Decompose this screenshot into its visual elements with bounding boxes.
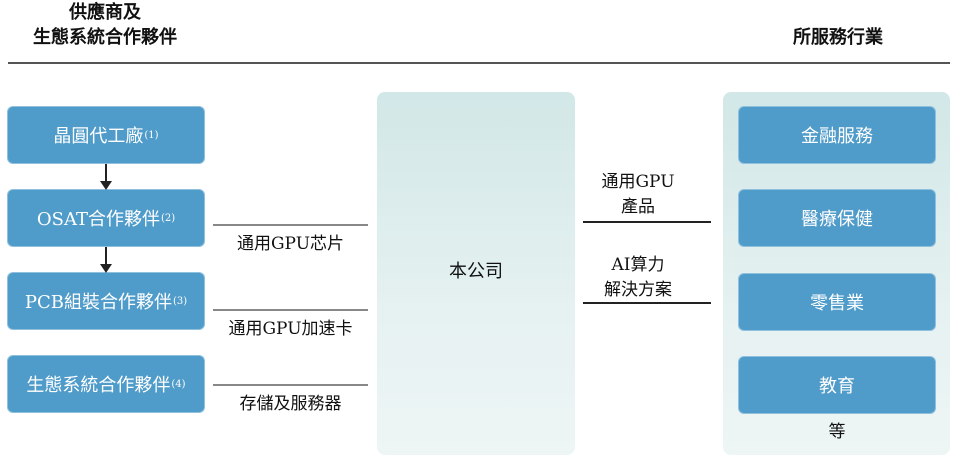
industry-box-finance: 金融服務	[739, 107, 935, 163]
supplier-box-osat: OSAT合作夥伴(2)	[8, 190, 204, 246]
input-label: 通用GPU加速卡	[228, 319, 353, 339]
footnote: (2)	[160, 212, 176, 224]
output-line: AI算力	[611, 255, 665, 275]
supplier-box-ecosystem: 生態系統合作夥伴(4)	[8, 356, 204, 412]
output-label: AI算力解決方案	[583, 253, 693, 303]
input-label: 通用GPU芯片	[236, 234, 345, 254]
output-line: 解決方案	[604, 280, 672, 300]
supplier-box-pcb: PCB組裝合作夥伴(3)	[8, 273, 204, 329]
output-line: 產品	[621, 197, 655, 217]
supplier-box-foundry: 晶圓代工廠(1)	[8, 107, 204, 163]
supplier-label: 生態系統合作夥伴	[26, 375, 171, 396]
supplier-label: OSAT合作夥伴	[36, 209, 160, 230]
industries-etc: 等	[828, 422, 846, 442]
footnote: (3)	[172, 295, 188, 307]
industries-header: 所服務行業	[793, 27, 883, 48]
supplier-label: 晶圓代工廠	[53, 126, 144, 147]
industry-box-healthcare: 醫療保健	[739, 190, 935, 246]
input-arrow-2	[213, 309, 368, 311]
company-panel	[377, 92, 575, 455]
output-arrow-2	[583, 302, 711, 304]
industry-box-education: 教育	[739, 357, 935, 413]
company-label: 本公司	[449, 261, 503, 282]
footnote: (1)	[144, 129, 159, 141]
down-arrow-1	[100, 164, 112, 190]
suppliers-header: 供應商及 生態系統合作夥伴	[20, 0, 190, 50]
header-divider	[8, 62, 950, 64]
supplier-label: PCB組裝合作夥伴	[24, 292, 172, 313]
industry-box-retail: 零售業	[739, 274, 935, 330]
output-label: 通用GPU 產品	[583, 170, 693, 220]
footnote: (4)	[171, 378, 186, 390]
input-arrow-1	[213, 224, 368, 226]
input-label: 存儲及服務器	[239, 394, 342, 414]
header-line-2: 生態系統合作夥伴	[33, 27, 177, 48]
output-arrow-1	[583, 221, 711, 223]
down-arrow-2	[100, 247, 112, 273]
input-arrow-3	[213, 384, 368, 386]
output-line: 通用GPU	[601, 172, 675, 192]
header-line-1: 供應商及	[69, 2, 141, 23]
